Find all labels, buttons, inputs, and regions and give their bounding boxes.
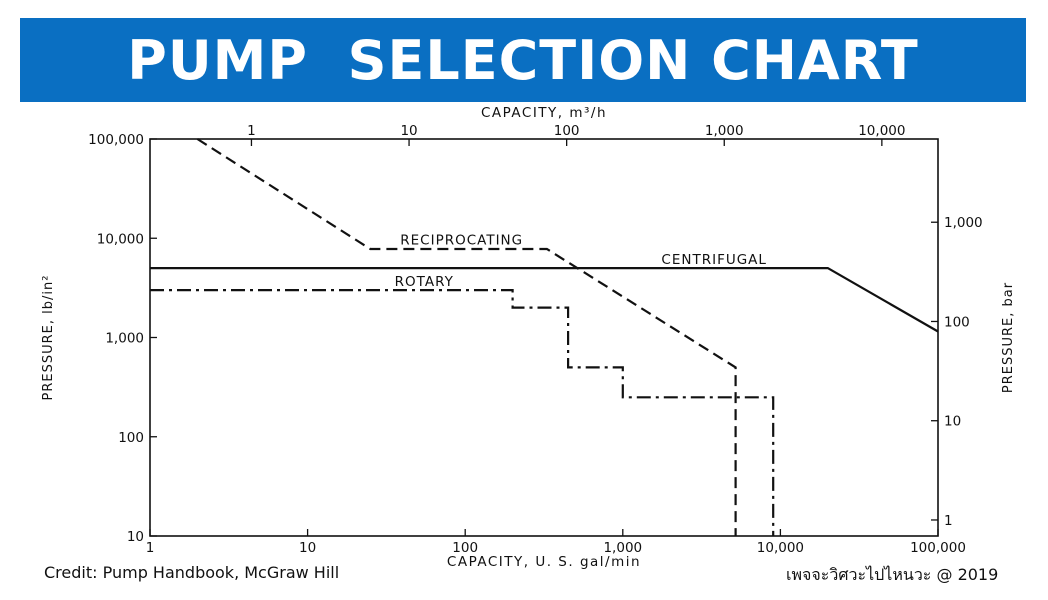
y-tick-label: 1,000 — [105, 331, 144, 347]
page-title: PUMP SELECTION CHART — [127, 28, 919, 92]
x-tick-label: 100 — [452, 540, 478, 556]
signature-text: เพจจะวิศวะไปไหนวะ @ 2019 — [786, 565, 999, 584]
y-tick-label: 100 — [118, 430, 144, 446]
series-reciprocating — [196, 138, 737, 536]
series-centrifugal — [150, 267, 939, 333]
tick-marks — [149, 138, 939, 537]
series-lines — [150, 138, 939, 536]
right-y-tick-label: 10 — [944, 414, 961, 430]
title-banner: PUMP SELECTION CHART — [20, 18, 1026, 102]
x-axis-title: CAPACITY, U. S. gal/min — [447, 554, 641, 570]
top-x-tick-label: 1,000 — [705, 123, 744, 139]
series-label-rotary: ROTARY — [395, 274, 454, 290]
y-tick-label: 10,000 — [97, 231, 144, 247]
plot-area — [149, 138, 939, 537]
top-x-axis-title: CAPACITY, m³/h — [481, 105, 607, 121]
x-tick-label: 10,000 — [757, 540, 804, 556]
y-tick-label: 100,000 — [88, 132, 144, 148]
x-tick-label: 100,000 — [910, 540, 966, 556]
y-tick-label: 10 — [127, 529, 144, 545]
right-y-axis-title: PRESSURE, bar — [1001, 282, 1016, 393]
y-axis-title: PRESSURE, lb/in² — [41, 275, 56, 401]
x-tick-label: 1,000 — [603, 540, 642, 556]
series-label-centrifugal: CENTRIFUGAL — [661, 252, 767, 268]
x-tick-label: 1 — [146, 540, 155, 556]
series-labels: RECIPROCATING CENTRIFUGAL ROTARY — [395, 232, 767, 290]
axis-titles: CAPACITY, U. S. gal/min CAPACITY, m³/hPRE… — [41, 105, 1016, 570]
top-x-tick-label: 1 — [247, 123, 256, 139]
right-y-tick-label: 1 — [944, 513, 953, 529]
plot-frame — [149, 138, 939, 537]
top-x-tick-label: 10 — [400, 123, 417, 139]
credit-text: Credit: Pump Handbook, McGraw Hill — [44, 563, 340, 582]
series-label-reciprocating: RECIPROCATING — [400, 232, 523, 248]
top-x-tick-label: 10,000 — [858, 123, 905, 139]
series-rotary — [150, 289, 775, 536]
x-tick-label: 10 — [299, 540, 316, 556]
top-x-tick-label: 100 — [554, 123, 580, 139]
right-y-tick-label: 1,000 — [944, 215, 983, 231]
right-y-tick-label: 100 — [944, 314, 970, 330]
